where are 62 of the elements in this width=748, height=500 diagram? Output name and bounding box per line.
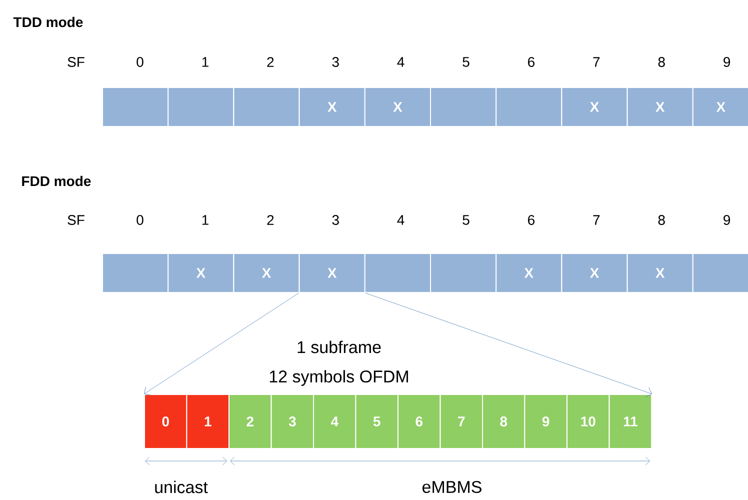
subframe-number: 9: [724, 215, 730, 225]
subframe-cell: X: [626, 87, 694, 127]
subframe-cell: X: [298, 252, 366, 293]
subframe-number: 2: [267, 215, 274, 225]
caption-text: 1 subframe: [298, 340, 381, 354]
subframe-number: 7: [593, 215, 600, 225]
subframe-number: 3: [332, 215, 339, 225]
subframe-cell: X: [692, 87, 748, 127]
subframe-cell: [364, 252, 431, 293]
subframe-number: 5: [462, 215, 470, 225]
symbol-cell: 6: [398, 394, 441, 449]
subframe-number: 4: [397, 57, 404, 67]
heading: TDD mode: [13, 16, 83, 28]
subframe-cell: [430, 87, 497, 127]
subframe-number: 4: [397, 215, 404, 225]
subframe-cell: X: [496, 252, 562, 293]
subframe-number: 8: [658, 57, 665, 67]
subframe-number: 1: [202, 57, 208, 67]
symbol-cell: 3: [270, 394, 314, 449]
caption-text: 12 symbols OFDM: [270, 370, 408, 386]
subframe-cell: X: [233, 252, 300, 293]
subframe-number: 7: [593, 57, 600, 67]
symbol-cell: 7: [440, 394, 484, 449]
subframe-cell: X: [561, 87, 628, 127]
symbol-cell: 0: [144, 394, 188, 449]
subframe-cell: X: [364, 87, 431, 127]
subframe-number: 1: [202, 215, 208, 225]
subframe-cell: X: [626, 252, 694, 293]
symbol-cell: 2: [228, 394, 272, 449]
subframe-cell: X: [298, 87, 366, 127]
symbol-cell: 11: [608, 394, 652, 449]
subframe-cell: [430, 252, 497, 293]
caption-text: unicast: [155, 480, 208, 494]
subframe-cell: X: [561, 252, 628, 293]
subframe-cell: [168, 87, 234, 127]
subframe-cell: X: [168, 252, 234, 293]
symbol-cell: 9: [524, 394, 568, 449]
subframe-number: 0: [136, 57, 144, 67]
subframe-cell: [692, 252, 748, 293]
arrow: [144, 292, 299, 396]
symbol-cell: 5: [355, 394, 398, 449]
subframe-number: 6: [528, 215, 534, 225]
subframe-number: 5: [462, 57, 470, 67]
subframe-number: 2: [267, 57, 274, 67]
subframe-cell: [102, 87, 169, 127]
subframe-number: 3: [332, 57, 339, 67]
subframe-number: SF: [68, 57, 84, 67]
subframe-cell: [233, 87, 300, 127]
subframe-number: 0: [136, 215, 144, 225]
subframe-cell: [496, 87, 562, 127]
arrow: [365, 292, 652, 398]
heading: FDD mode: [22, 176, 91, 186]
caption-text: eMBMS: [422, 480, 482, 493]
subframe-number: 6: [528, 57, 534, 67]
subframe-number: 9: [724, 57, 730, 67]
subframe-number: SF: [68, 215, 84, 225]
symbol-cell: 1: [186, 394, 230, 449]
symbol-cell: 8: [482, 394, 526, 449]
subframe-cell: [102, 252, 169, 293]
subframe-number: 8: [658, 215, 665, 225]
symbol-cell: 4: [313, 394, 356, 449]
symbol-cell: 10: [566, 394, 610, 449]
